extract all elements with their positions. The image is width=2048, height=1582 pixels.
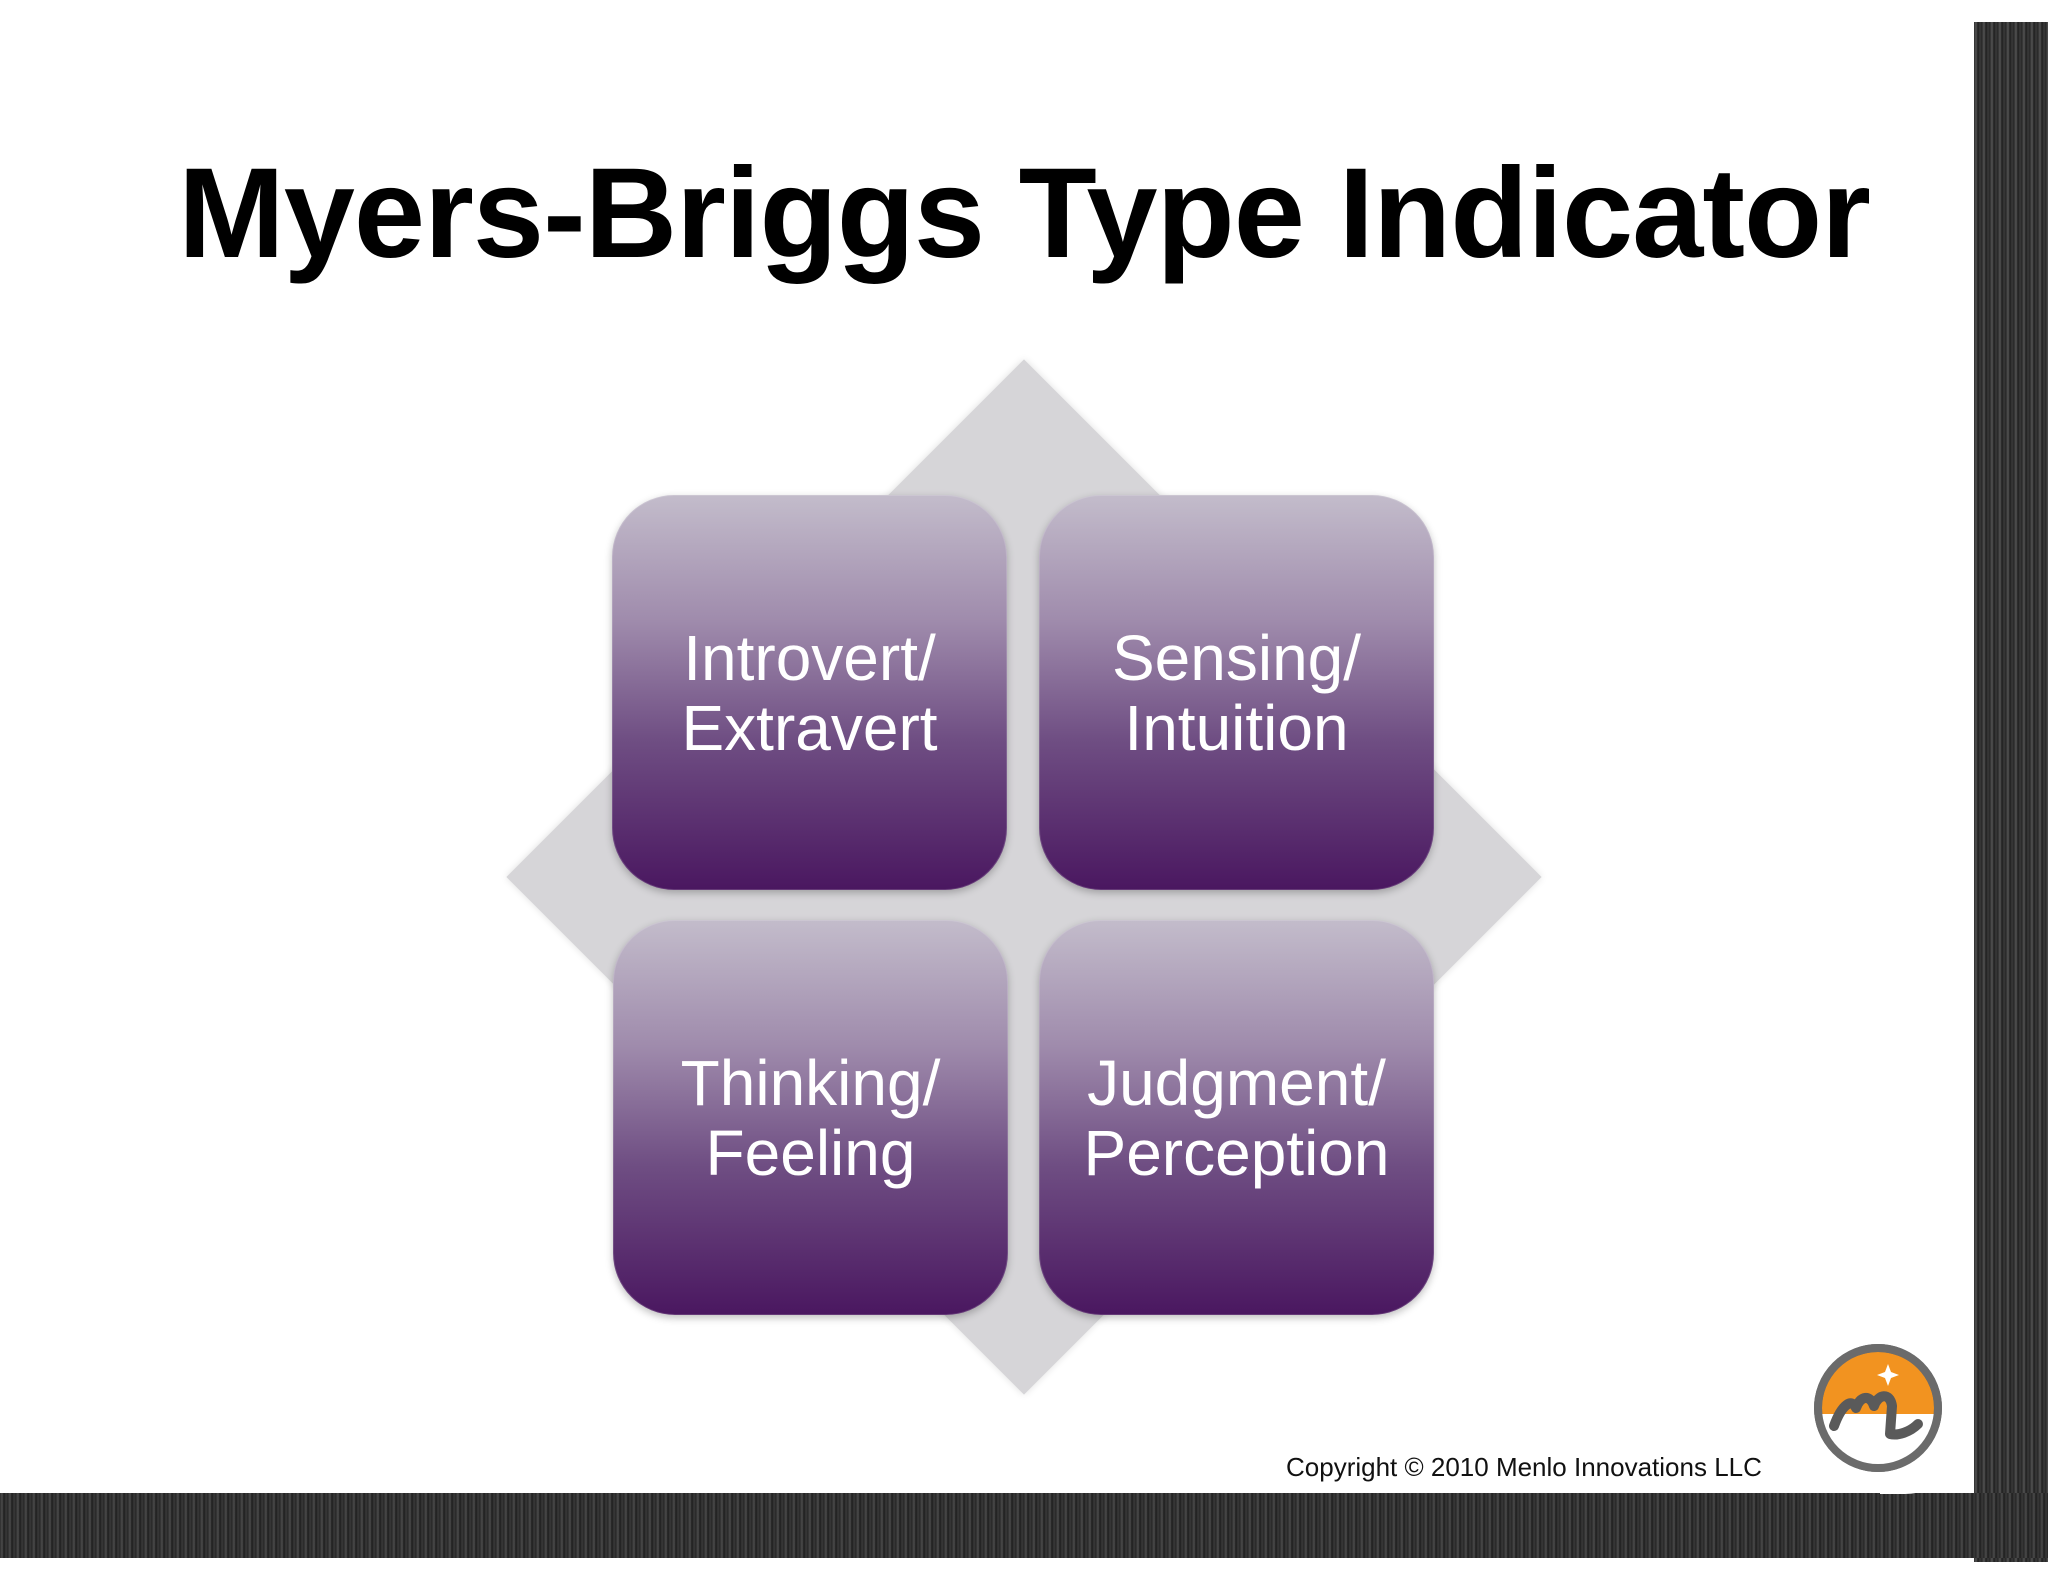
slide-title: Myers-Briggs Type Indicator xyxy=(178,142,1871,285)
box-judgment-perception: Judgment/ Perception xyxy=(1039,920,1434,1315)
frame-border-right xyxy=(1974,22,2048,1562)
box-introvert-extravert: Introvert/ Extravert xyxy=(612,495,1007,890)
box-label: Introvert/ Extravert xyxy=(681,621,938,764)
box-thinking-feeling: Thinking/ Feeling xyxy=(613,920,1008,1315)
copyright-text: Copyright © 2010 Menlo Innovations LLC xyxy=(1286,1452,1762,1482)
menlo-logo-icon xyxy=(1814,1344,1942,1472)
box-label: Sensing/ Intuition xyxy=(1111,621,1362,764)
box-sensing-intuition: Sensing/ Intuition xyxy=(1039,495,1434,890)
frame-border-bottom xyxy=(0,1493,2048,1558)
box-label: Thinking/ Feeling xyxy=(680,1046,941,1189)
box-label: Judgment/ Perception xyxy=(1083,1046,1390,1189)
